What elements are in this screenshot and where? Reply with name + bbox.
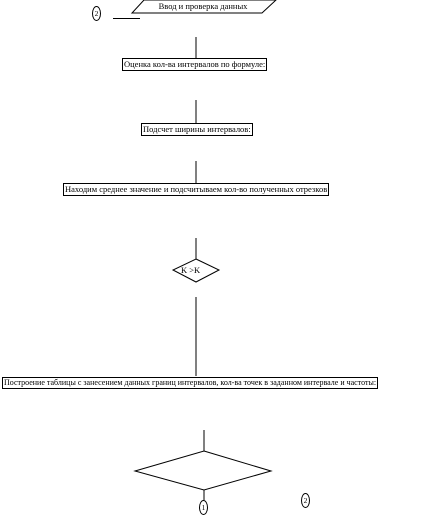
process-block-width: Подсчет ширины интервалов: (141, 123, 253, 136)
process-block-mean: Находим среднее значение и подсчитываем … (63, 183, 330, 196)
decision-diamond-large (133, 450, 273, 491)
decision-label: K >K (181, 265, 201, 275)
process-block-estimate: Оценка кол-ва интервалов по формуле: (122, 58, 268, 71)
io-parallelogram (130, 0, 277, 14)
decision-diamond-small (171, 258, 221, 283)
io-block-label: Ввод и проверка данных (158, 1, 248, 11)
process-block-table: Построение таблицы с занесением данных г… (2, 377, 379, 389)
connector-bottom-center: 1 (199, 500, 208, 515)
connector-top-left: 2 (92, 6, 101, 21)
connector-bottom-right: 2 (301, 493, 310, 508)
